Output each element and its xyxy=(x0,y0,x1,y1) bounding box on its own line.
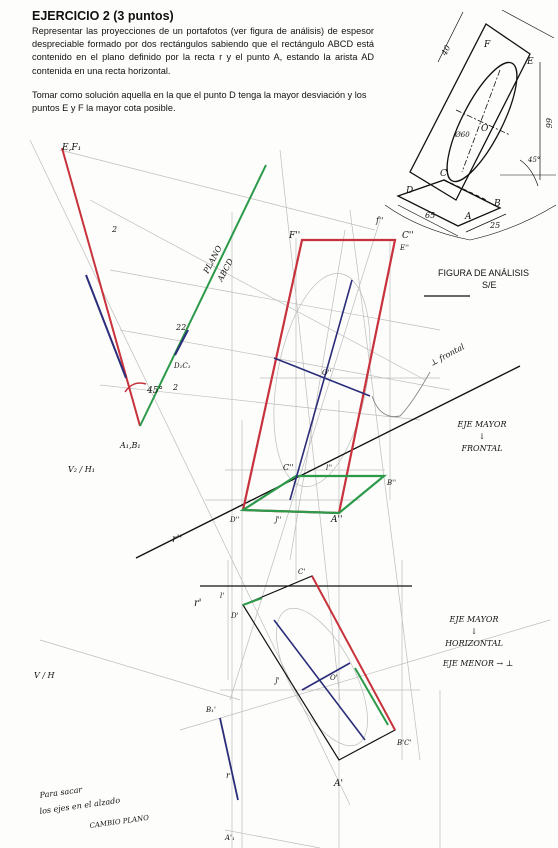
exercise-title: EJERCICIO 2 (3 puntos) xyxy=(32,9,174,23)
label-d2: D'' xyxy=(229,516,240,524)
label-num-2: 2 xyxy=(111,225,117,234)
navy-mark-side xyxy=(174,329,189,356)
label-b1: B₁' xyxy=(205,706,216,714)
note-eje-mayor-h-3: HORIZONTAL xyxy=(444,639,503,648)
label-o1: O' xyxy=(330,674,338,682)
label-num-22: 22 xyxy=(175,323,186,332)
dim-65: 65 xyxy=(425,211,435,220)
label-num-2b: 2 xyxy=(172,383,178,392)
exercise-statement: Representar las proyecciones de un porta… xyxy=(32,26,374,76)
label-A: A xyxy=(464,212,472,222)
label-j2: J'' xyxy=(273,516,282,524)
dim-66: 66 xyxy=(544,118,553,128)
construction-lines xyxy=(29,139,551,848)
label-l2: l'' xyxy=(326,464,332,472)
label-C: C xyxy=(440,169,447,179)
label-c2: C'' xyxy=(402,231,414,241)
label-c2b: C'' xyxy=(283,463,294,472)
red-edge-side xyxy=(61,147,141,427)
note-frontal: ⊥ frontal xyxy=(429,342,467,368)
label-e2: E'' xyxy=(399,244,409,252)
label-a1: A' xyxy=(333,779,343,789)
dim-40: 40 xyxy=(439,44,452,58)
label-r: r xyxy=(226,771,231,780)
green-plate-elevation xyxy=(239,474,388,515)
red-edge-plan xyxy=(311,575,396,731)
label-F: F xyxy=(483,40,491,50)
note-eje-menor: EJE MENOR → ⊥ xyxy=(442,659,513,668)
note-eje-mayor-3: FRONTAL xyxy=(460,444,502,453)
label-B: B xyxy=(493,199,501,209)
label-r1: r' xyxy=(194,598,202,609)
label-v2h2: V₂ / H₁ xyxy=(68,465,95,474)
label-f2: F'' xyxy=(288,231,300,241)
exercise-condition: Tomar como solución aquella en la que el… xyxy=(32,90,367,114)
label-d1: D' xyxy=(230,612,239,620)
minor-axis-elevation xyxy=(273,357,371,397)
label-a2: A'' xyxy=(330,515,342,525)
label-v1h1: V / H xyxy=(34,671,56,680)
label-D: D xyxy=(405,186,413,196)
label-a1-bottom: A'₁ xyxy=(224,834,235,842)
label-b2: B'' xyxy=(386,479,396,487)
label-abcd: ABCD xyxy=(215,257,235,284)
label-b1c1: B'C' xyxy=(396,739,411,747)
label-f2-small: f'' xyxy=(375,216,383,225)
note-bottom-2: los ejes en el alzado xyxy=(39,796,121,816)
note-eje-mayor-h-1: EJE MAYOR xyxy=(449,615,499,624)
navy-edge-side xyxy=(85,274,127,379)
upper-plate xyxy=(409,23,531,201)
label-l1: l' xyxy=(220,592,224,600)
label-j1: J' xyxy=(273,677,280,685)
label-E: E xyxy=(526,57,534,67)
minor-axis-plan xyxy=(301,662,351,691)
analysis-scale: S/E xyxy=(482,280,497,290)
line-r-elevation xyxy=(135,365,521,559)
label-c1: C' xyxy=(298,568,305,576)
green-plane-trace xyxy=(139,164,267,427)
label-O: O xyxy=(481,124,489,134)
base-plate xyxy=(396,179,502,227)
label-ef-top: E,F₁ xyxy=(61,143,81,153)
analysis-ellipse xyxy=(446,61,518,183)
label-angle: 45° xyxy=(146,386,163,396)
label-d1c1: D₁C₁ xyxy=(173,362,191,370)
label-o2: O'' xyxy=(322,369,332,377)
plate-plan-outline xyxy=(242,575,396,761)
note-bottom-1: Para sacar xyxy=(38,785,84,800)
dim-25: 25 xyxy=(489,221,500,230)
label-r2: r'' xyxy=(172,534,182,545)
analysis-caption: FIGURA DE ANÁLISIS xyxy=(438,268,530,278)
note-bottom-3: CAMBIO PLANO xyxy=(89,814,150,830)
line-r-plan xyxy=(219,717,239,801)
major-axis-elevation xyxy=(289,279,353,501)
note-eje-mayor-1: EJE MAYOR xyxy=(457,420,507,429)
note-eje-mayor-h-2: ↓ xyxy=(471,627,478,636)
dim-angle: 45° xyxy=(527,156,540,164)
label-a1b1: A₁,B₁ xyxy=(119,441,141,450)
note-eje-mayor-2: ↓ xyxy=(479,432,486,441)
dim-diameter: Ø60 xyxy=(454,131,470,139)
